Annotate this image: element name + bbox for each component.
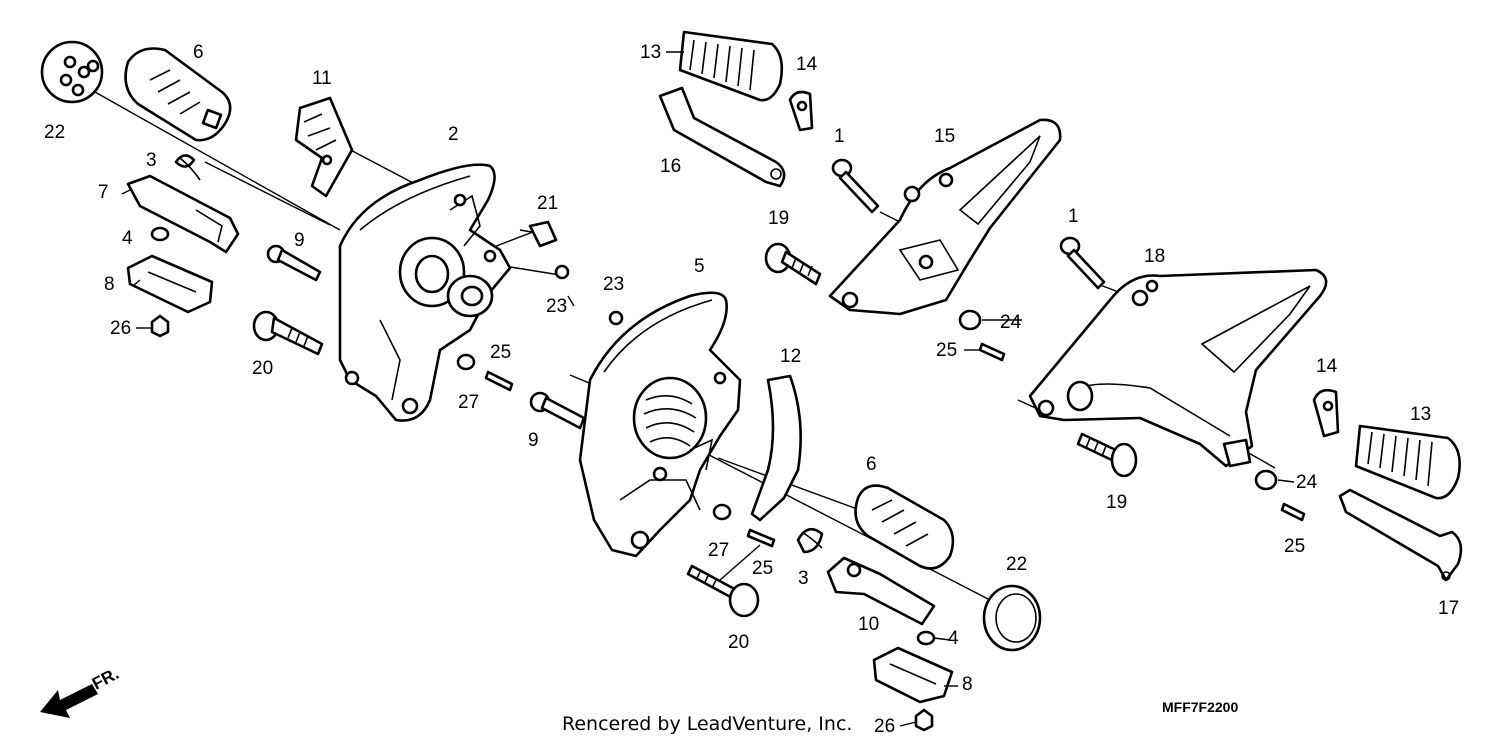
- part-10-footpeg-arm-right: [826, 556, 936, 626]
- part-22-peg-cap-left: [40, 40, 104, 104]
- part-25-cotter-pin-c: [746, 528, 776, 548]
- part-20-bolt-left: [252, 310, 324, 356]
- part-15-passenger-bracket-upper: [828, 118, 1062, 316]
- callout-25: 25: [752, 558, 773, 579]
- part-6-footpeg-rubber-right: [854, 484, 955, 570]
- part-3-spring-left: [174, 154, 201, 181]
- part-20-bolt-right: [686, 564, 760, 618]
- callout-14: 14: [796, 54, 818, 75]
- part-6-footpeg-rubber-left: [124, 47, 232, 142]
- callout-25: 25: [1284, 536, 1305, 557]
- callout-23: 23: [603, 274, 624, 295]
- callout-27: 27: [708, 540, 729, 561]
- callout-17: 17: [1438, 598, 1459, 619]
- callout-4: 4: [948, 628, 959, 649]
- callout-3: 3: [798, 568, 809, 589]
- part-17-passenger-peg-bar-right: [1338, 488, 1463, 582]
- part-13-passenger-peg-rubber-upper: [678, 30, 784, 102]
- callout-8: 8: [962, 674, 973, 695]
- render-credit: Rencered by LeadVenture, Inc.: [562, 713, 852, 735]
- callout-15: 15: [934, 126, 955, 147]
- part-9-pivot-pin-right: [529, 391, 586, 430]
- callout-16: 16: [660, 156, 681, 177]
- part-26-nut-left: [150, 314, 170, 338]
- part-14-clip-right: [1312, 388, 1340, 438]
- front-direction-arrow: FR.: [40, 664, 122, 718]
- part-19-bolt-upper: [764, 242, 822, 286]
- part-4-washer-right: [916, 630, 936, 646]
- part-27-nut-a: [456, 353, 476, 371]
- part-16-passenger-peg-bar-upper: [658, 86, 786, 188]
- part-2-footpeg-bracket-left: [338, 163, 512, 422]
- callout-9: 9: [294, 230, 305, 251]
- callout-19: 19: [1106, 492, 1127, 513]
- part-21-bolt: [519, 220, 558, 248]
- callout-27: 27: [458, 392, 479, 413]
- callout-10: 10: [858, 614, 879, 635]
- part-25-cotter-pin-a: [484, 370, 514, 392]
- part-18-passenger-bracket-right: [1028, 268, 1328, 468]
- part-1-bolt-right: [1059, 236, 1106, 290]
- callouts: 22 6 11 2 3 7 4 8 26 9 20 21 23 23 25 27…: [44, 42, 1459, 737]
- callout-12: 12: [780, 346, 801, 367]
- callout-22: 22: [44, 122, 65, 143]
- diagram-code: MFF7F2200: [1162, 699, 1238, 715]
- part-9-pivot-pin-left: [266, 244, 322, 282]
- callout-25: 25: [490, 342, 511, 363]
- callout-6: 6: [193, 42, 204, 63]
- part-3-spring-right: [796, 527, 824, 554]
- callout-4: 4: [122, 228, 133, 249]
- callout-19: 19: [768, 208, 789, 229]
- callout-6: 6: [866, 454, 877, 475]
- part-19-bolt-right: [1076, 432, 1138, 478]
- part-23-nut-a: [554, 264, 570, 280]
- callout-21: 21: [537, 193, 558, 214]
- callout-2: 2: [448, 124, 459, 145]
- callout-ticks: [121, 51, 1295, 727]
- part-23-nut-b: [608, 310, 624, 326]
- callout-18: 18: [1144, 246, 1165, 267]
- callout-7: 7: [98, 182, 109, 203]
- arrow-icon: [40, 684, 98, 718]
- part-5-footpeg-bracket-right: [578, 291, 742, 558]
- part-8-peg-slider-right: [872, 646, 954, 704]
- part-22-peg-cap-right: [982, 584, 1042, 652]
- callout-5: 5: [694, 256, 705, 277]
- part-12-heel-guard-cover: [750, 374, 802, 522]
- part-24-nut-right: [1254, 469, 1278, 491]
- callout-11: 11: [312, 68, 332, 89]
- part-13-passenger-peg-rubber-right: [1354, 424, 1461, 500]
- callout-20: 20: [252, 358, 273, 379]
- callout-22: 22: [1006, 554, 1027, 575]
- part-7-footpeg-arm-left: [126, 174, 240, 254]
- callout-13: 13: [1410, 404, 1431, 425]
- part-25-cotter-pin-b: [978, 342, 1006, 362]
- callout-13: 13: [640, 42, 661, 63]
- part-11-heel-guard-bracket: [294, 96, 354, 198]
- callout-26: 26: [110, 318, 131, 339]
- part-4-washer-left: [150, 226, 170, 242]
- callout-25: 25: [936, 340, 957, 361]
- callout-1: 1: [834, 126, 845, 147]
- callout-8: 8: [104, 274, 115, 295]
- callout-26: 26: [874, 716, 895, 737]
- part-24-nut-upper: [958, 309, 982, 331]
- part-14-clip-upper: [788, 90, 814, 132]
- part-25-cotter-pin-d: [1280, 502, 1306, 522]
- callout-3: 3: [146, 150, 157, 171]
- callout-1: 1: [1068, 206, 1079, 227]
- callout-24: 24: [1000, 312, 1022, 333]
- callout-24: 24: [1296, 472, 1318, 493]
- callout-14: 14: [1316, 356, 1338, 377]
- part-27-nut-b: [712, 503, 732, 521]
- part-26-nut-right: [914, 708, 934, 732]
- part-1-bolt-upper: [831, 158, 880, 214]
- part-8-peg-slider-left: [126, 254, 214, 314]
- callout-9: 9: [528, 430, 539, 451]
- callout-20: 20: [728, 632, 749, 653]
- callout-23: 23: [546, 296, 567, 317]
